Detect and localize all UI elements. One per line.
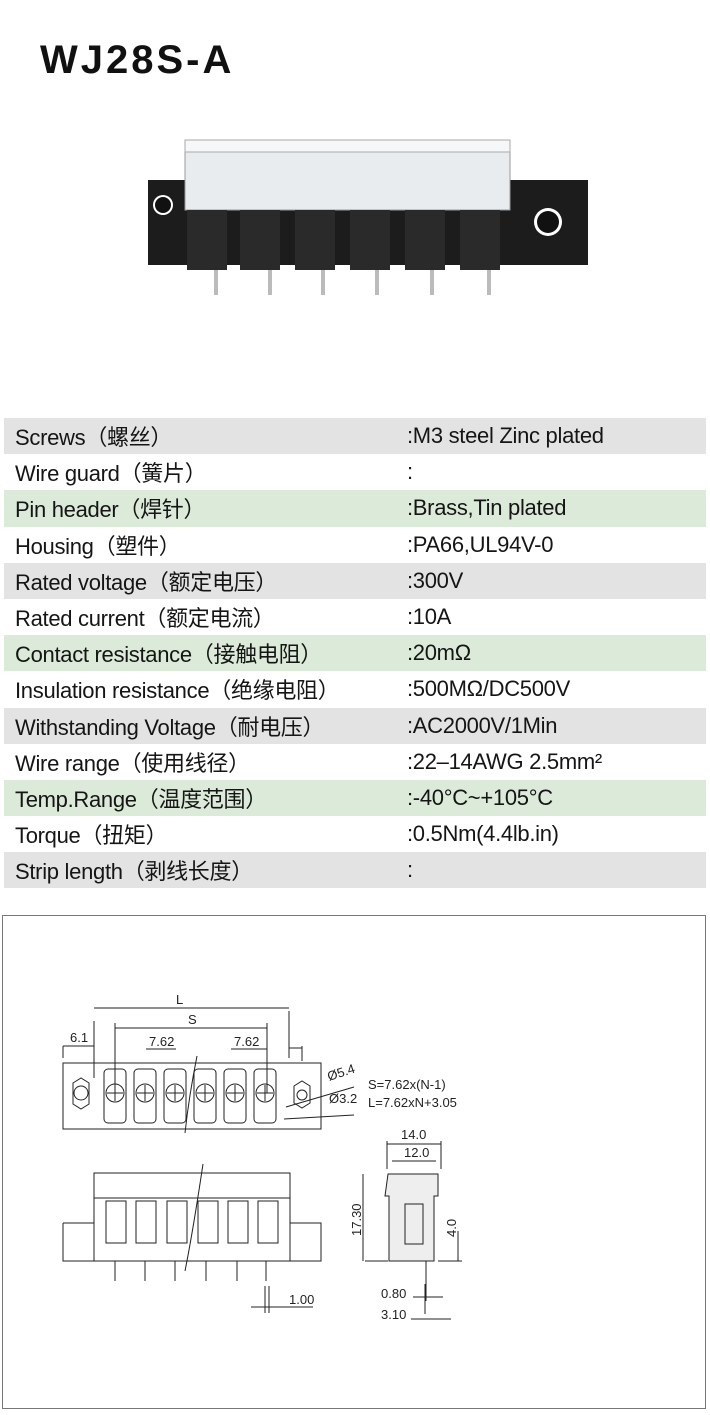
spec-row: Withstanding Voltage（耐电压）:AC2000V/1Min xyxy=(4,707,706,744)
spec-row: Wire guard（簧片）: xyxy=(15,459,413,487)
spec-row: Strip length（剥线长度）: xyxy=(4,852,706,889)
spec-row: Torque（扭矩）:0.5Nm(4.4lb.in) xyxy=(15,821,559,849)
dim-14-0: 14.0 xyxy=(401,1127,426,1142)
spec-row: Rated voltage（额定电压）:300V xyxy=(4,562,706,599)
dim-4-0: 4.0 xyxy=(444,1219,459,1237)
spec-row: Contact resistance（接触电阻）:20mΩ xyxy=(4,635,706,672)
dim-pitch-2: 7.62 xyxy=(234,1034,259,1049)
product-title: WJ28S-A xyxy=(40,38,235,82)
dim-17-30: 17.30 xyxy=(349,1203,364,1236)
formula-S: S=7.62x(N-1) xyxy=(368,1077,446,1092)
technical-drawing: L S 6.1 7.62 7.62 Ø5.4 Ø3.2 S=7.62x(N-1)… xyxy=(62,992,462,1322)
dim-1-00: 1.00 xyxy=(289,1292,314,1307)
dim-6-1: 6.1 xyxy=(70,1030,88,1045)
dim-pitch-1: 7.62 xyxy=(149,1034,174,1049)
spec-row: Pin header（焊针）:Brass,Tin plated xyxy=(4,490,706,527)
top-view xyxy=(62,1007,355,1134)
dim-dia-5-4: Ø5.4 xyxy=(325,1061,356,1084)
technical-drawing-frame: L S 6.1 7.62 7.62 Ø5.4 Ø3.2 S=7.62x(N-1)… xyxy=(2,915,706,1409)
spec-row: Insulation resistance（绝缘电阻）:500MΩ/DC500V xyxy=(15,676,570,704)
formula-L: L=7.62xN+3.05 xyxy=(368,1095,457,1110)
spec-row: Screws（螺丝）:M3 steel Zinc plated xyxy=(4,418,706,455)
dim-dia-3-2: Ø3.2 xyxy=(329,1091,357,1106)
spec-row: Housing（塑件）:PA66,UL94V-0 xyxy=(15,531,554,559)
spec-row: Wire range（使用线径）:22–14AWG 2.5mm² xyxy=(15,748,602,776)
dim-S: S xyxy=(188,1012,197,1027)
product-photo xyxy=(148,139,588,295)
spec-row: Temp.Range（温度范围）:-40°C~+105°C xyxy=(4,779,706,817)
dim-12-0: 12.0 xyxy=(404,1145,429,1160)
side-view xyxy=(362,1141,462,1320)
front-view xyxy=(62,1163,322,1313)
dim-L: L xyxy=(176,992,183,1007)
dim-0-80: 0.80 xyxy=(381,1286,406,1301)
spec-row: Rated current（额定电流）:10A xyxy=(15,604,452,632)
spec-table: Screws（螺丝）:M3 steel Zinc plated Wire gua… xyxy=(4,418,706,889)
dim-3-10: 3.10 xyxy=(381,1307,406,1322)
